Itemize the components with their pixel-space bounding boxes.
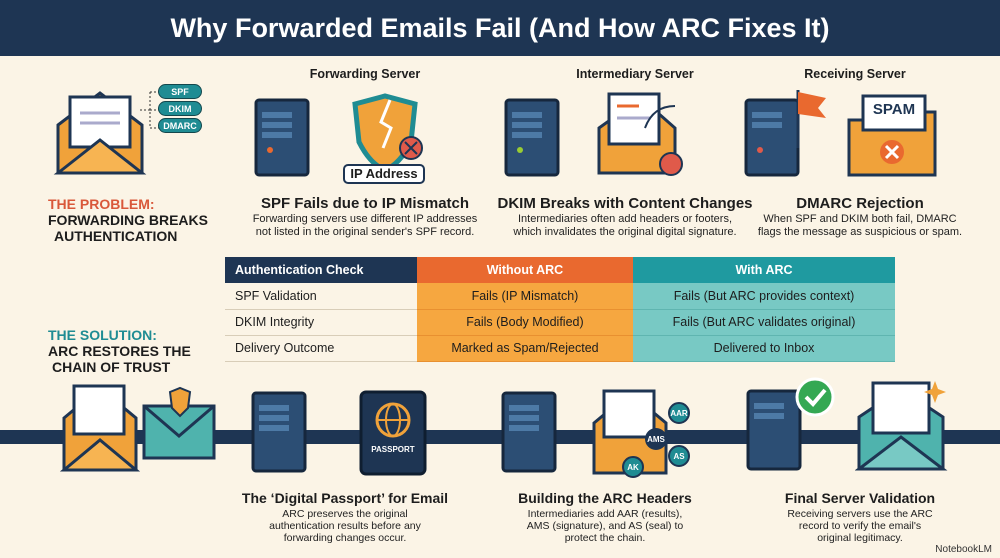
desc-line: original legitimacy. <box>817 532 903 544</box>
bottom1-title: The ‘Digital Passport’ for Email <box>241 490 449 506</box>
cell: Marked as Spam/Rejected <box>416 335 634 362</box>
desc-line: authentication results before any <box>269 520 421 532</box>
desc-line: protect the chain. <box>564 532 646 544</box>
delivered-email-icon <box>855 381 948 471</box>
stage2-desc: Intermediaries often add headers or foot… <box>480 213 770 239</box>
dmarc-pill: DMARC <box>158 118 202 133</box>
cell: Fails (But ARC validates original) <box>633 309 895 336</box>
desc-line: ARC preserves the original <box>282 508 408 520</box>
desc-line: When SPF and DKIM both fail, DMARC <box>763 213 957 225</box>
bottom2-desc: Intermediaries add AAR (results),AMS (si… <box>490 508 720 544</box>
protected-email-icon <box>60 384 216 472</box>
ak-node: AK <box>622 456 644 478</box>
table-header-row: Authentication Check Without ARC With AR… <box>225 257 895 283</box>
server-flag-icon <box>744 90 826 177</box>
cell: Delivered to Inbox <box>633 335 895 362</box>
desc-line: flags the message as suspicious or spam. <box>757 226 963 238</box>
notebooklm-watermark: NotebookLM <box>935 544 992 555</box>
desc-line: forwarding changes occur. <box>283 532 407 544</box>
desc-line: Forwarding servers use different IP addr… <box>252 213 478 225</box>
stage1-title: SPF Fails due to IP Mismatch <box>260 195 470 212</box>
ip-address-badge: IP Address <box>343 164 425 184</box>
page-title: Why Forwarded Emails Fail (And How ARC F… <box>0 0 1000 56</box>
cell: SPF Validation <box>225 283 417 310</box>
passport-label: PASSPORT <box>371 445 415 454</box>
cell: Fails (IP Mismatch) <box>416 283 634 310</box>
server-icon <box>504 98 560 177</box>
header-without-arc: Without ARC <box>416 257 634 283</box>
server-check-icon <box>746 377 835 471</box>
problem-line1: FORWARDING BREAKS <box>48 212 208 228</box>
stage3-title: DMARC Rejection <box>796 195 924 212</box>
passport-icon <box>359 390 427 476</box>
server-icon <box>501 391 557 473</box>
solution-line1: ARC RESTORES THE <box>48 343 191 359</box>
desc-line: AMS (signature), and AS (seal) to <box>526 520 684 532</box>
solution-label: THE SOLUTION: ARC RESTORES THE CHAIN OF … <box>48 327 191 375</box>
cell: Fails (But ARC provides context) <box>633 283 895 310</box>
ams-node: AMS <box>645 428 667 450</box>
solution-heading: THE SOLUTION: <box>48 327 157 343</box>
problem-label: THE PROBLEM: FORWARDING BREAKS AUTHENTIC… <box>48 196 208 244</box>
server-icon <box>251 391 307 473</box>
desc-line: which invalidates the original digital s… <box>513 226 737 238</box>
cell: Delivery Outcome <box>225 335 417 362</box>
server-icon <box>254 98 310 177</box>
forwarding-server-label: Forwarding Server <box>309 67 421 81</box>
cell: DKIM Integrity <box>225 309 417 336</box>
as-node: AS <box>668 445 690 467</box>
bottom2-title: Building the ARC Headers <box>518 490 692 506</box>
header-with-arc: With ARC <box>633 257 895 283</box>
desc-line: Intermediaries often add headers or foot… <box>517 213 732 225</box>
spf-pill: SPF <box>158 84 202 99</box>
problem-heading: THE PROBLEM: <box>48 196 155 212</box>
receiving-server-label: Receiving Server <box>804 67 906 81</box>
stage1-desc: Forwarding servers use different IP addr… <box>225 213 505 239</box>
spam-folder-icon <box>847 94 937 177</box>
desc-line: not listed in the original sender's SPF … <box>255 226 475 238</box>
intermediary-server-label: Intermediary Server <box>576 67 694 81</box>
envelope-icon <box>53 91 147 175</box>
modified-email-icon <box>597 92 683 176</box>
desc-line: Receiving servers use the ARC <box>787 508 933 520</box>
problem-line2: AUTHENTICATION <box>54 228 178 244</box>
header-check: Authentication Check <box>225 257 417 283</box>
desc-line: record to verify the email's <box>798 520 922 532</box>
solution-line2: CHAIN OF TRUST <box>52 359 171 375</box>
bottom3-title: Final Server Validation <box>784 490 936 506</box>
stage2-title: DKIM Breaks with Content Changes <box>497 195 753 212</box>
cell: Fails (Body Modified) <box>416 309 634 336</box>
aar-node: AAR <box>668 402 690 424</box>
envelope-icon <box>592 389 668 475</box>
comparison-table: Authentication Check Without ARC With AR… <box>225 257 895 362</box>
spam-label: SPAM <box>872 101 916 118</box>
dkim-pill: DKIM <box>158 101 202 116</box>
desc-line: Intermediaries add AAR (results), <box>527 508 683 520</box>
connector-lines <box>140 91 160 129</box>
